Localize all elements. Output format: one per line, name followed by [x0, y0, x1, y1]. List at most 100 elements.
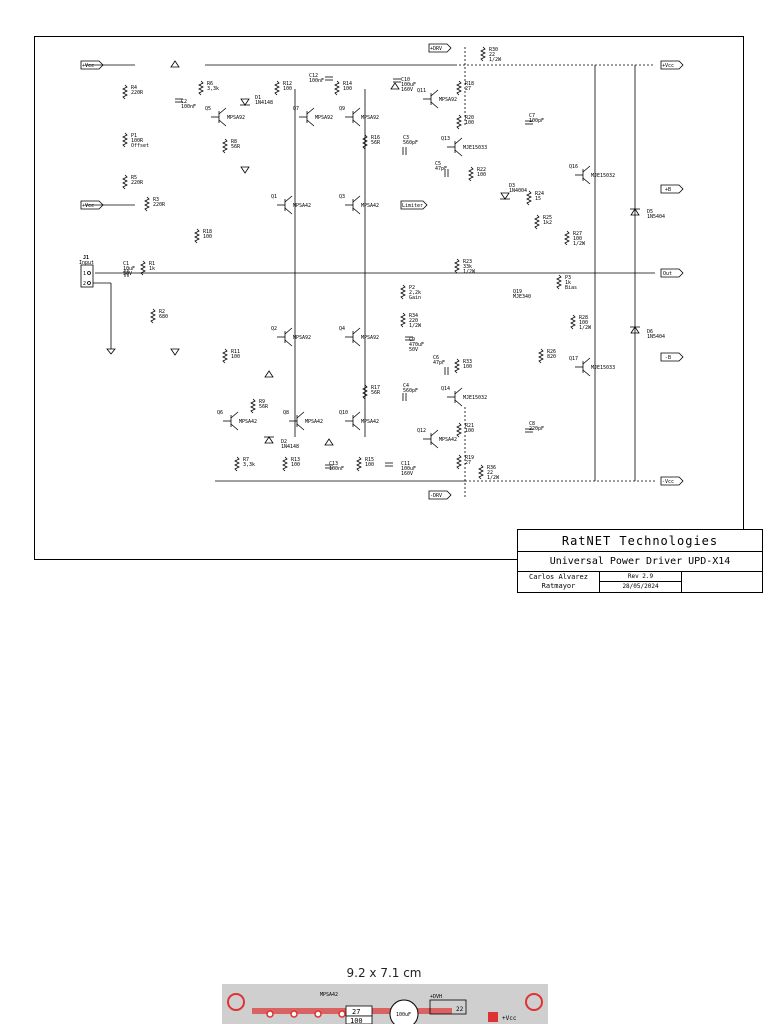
- resistor-r18: [456, 80, 462, 96]
- component-value: 220R: [131, 90, 144, 96]
- transistor-collector: [582, 165, 591, 173]
- component-value: 27: [465, 460, 471, 466]
- component-ref: R20: [465, 115, 474, 121]
- resistor-r18: [194, 228, 200, 244]
- transistor-part: MPSA42: [293, 203, 311, 209]
- component-ref: C3: [403, 135, 409, 141]
- component-ref: C5: [435, 161, 441, 167]
- component-value: 22: [487, 470, 493, 476]
- transistor-labels: Q1MPSA42Q2MPSA92Q3MPSA42Q4MPSA92Q5MPSA92…: [205, 88, 615, 443]
- component-ref: R13: [291, 457, 300, 463]
- component-rating: 1/2W: [463, 269, 476, 275]
- component-rating: 1/2W: [409, 323, 422, 329]
- component-ref: R18: [203, 229, 212, 235]
- company-name: RatNET Technologies: [518, 530, 762, 552]
- net-flag-bus-neg: -B: [660, 352, 684, 362]
- transistor-emitter: [430, 101, 439, 109]
- transistor-ref: Q16: [569, 164, 578, 170]
- component-value: 15: [535, 196, 541, 202]
- transistor-ref: Q7: [293, 106, 299, 112]
- component-rating: 1/2W: [487, 475, 500, 481]
- component-note: Bias: [565, 285, 577, 291]
- component-value: 100nF: [309, 78, 324, 84]
- transistor-emitter: [230, 423, 239, 431]
- net-flag-vcc-neg: -Vcc: [660, 476, 684, 486]
- component-value: 100uF: [401, 466, 416, 472]
- svg-text:-Vcc: -Vcc: [662, 479, 674, 485]
- component-value: 100: [463, 364, 472, 370]
- pcb-drawing: 27 100 MPSA42 100uF +DVH 22 +Vcc: [227, 992, 543, 1024]
- component-ref: C10: [401, 77, 410, 83]
- net-flag-bus-pos: +B: [660, 184, 684, 194]
- transistor-ref: Q17: [569, 356, 578, 362]
- net-flag-vcc-right: +Vcc: [660, 60, 684, 70]
- component-ref: R23: [463, 259, 472, 265]
- component-ref: P1: [131, 133, 137, 139]
- component-value: 100: [573, 236, 582, 242]
- transistor-collector: [582, 357, 591, 365]
- capacitor-symbols: [124, 76, 533, 469]
- component-value: 100nF: [329, 466, 344, 472]
- resistor-r24: [526, 190, 532, 206]
- transistor-ref: Q9: [339, 106, 345, 112]
- component-ref: C12: [309, 73, 318, 79]
- resistor-r28: [570, 314, 576, 330]
- transistor-part: MJE15032: [463, 395, 487, 401]
- transistor-part: MPSA42: [439, 437, 457, 443]
- component-ref: D3: [509, 183, 515, 189]
- transistor-ref: Q1: [271, 194, 277, 200]
- component-ref: R5: [131, 175, 137, 181]
- transistor-collector: [352, 327, 361, 335]
- pcb-label-100: 100: [350, 1017, 363, 1024]
- transistor-part: MPSA92: [439, 97, 457, 103]
- component-ref: R9: [259, 399, 265, 405]
- resistor-r3: [144, 196, 150, 212]
- component-value: 100: [343, 86, 352, 92]
- resistor-r25: [534, 214, 540, 230]
- svg-text:+DRV: +DRV: [430, 46, 442, 52]
- resistor-r1: [140, 260, 146, 276]
- svg-text:+Vcc: +Vcc: [82, 203, 94, 209]
- transistor-symbols: [211, 89, 591, 449]
- transistor-collector: [454, 387, 463, 395]
- resistor-r27: [564, 230, 570, 246]
- transistor-part: MJE15033: [591, 365, 615, 371]
- transistor-part: MPSA92: [315, 115, 333, 121]
- svg-text:+Vcc: +Vcc: [82, 63, 94, 69]
- component-value: 1k: [565, 280, 571, 286]
- svg-text:+B: +B: [665, 187, 671, 193]
- component-value: MJE340: [513, 294, 531, 300]
- component-ref: C11: [401, 461, 410, 467]
- component-ref: R19: [465, 455, 474, 461]
- component-value: 680: [159, 314, 168, 320]
- component-ref: R30: [489, 47, 498, 53]
- component-ref: D2: [281, 439, 287, 445]
- svg-text:-B: -B: [665, 355, 671, 361]
- transistor-emitter: [296, 423, 305, 431]
- transistor-ref: Q3: [339, 194, 345, 200]
- component-ref: R4: [131, 85, 137, 91]
- pcb-size-caption: 9.2 x 7.1 cm: [346, 966, 422, 980]
- component-ref: R6: [207, 81, 213, 87]
- input-connector-j1: J1 Input 1 2: [79, 255, 116, 355]
- component-ref: R33: [463, 359, 472, 365]
- schematic-frame: +Vcc +Vcc +DRV -DRV +Vcc +B Out -B: [34, 36, 763, 593]
- component-ref: C13: [329, 461, 338, 467]
- resistor-r4: [122, 84, 128, 100]
- component-value: 2,2k: [409, 290, 421, 296]
- supply-arrows: [170, 60, 400, 446]
- component-value: 100nF: [181, 104, 196, 110]
- transistor-emitter: [454, 149, 463, 157]
- component-value: 100pF: [529, 118, 544, 124]
- transistor-part: MPSA92: [361, 115, 379, 121]
- component-ref: C9: [409, 337, 415, 343]
- component-value: 100: [283, 86, 292, 92]
- component-value: 3,3k: [207, 86, 219, 92]
- net-flag-limiter: Limiter: [400, 200, 428, 210]
- component-ref: R3: [153, 197, 159, 203]
- resistor-symbols: [122, 46, 576, 480]
- resistor-p3: [556, 274, 562, 290]
- component-value: 100: [579, 320, 588, 326]
- revision: Rev 2.9: [600, 572, 682, 582]
- component-ref: C4: [403, 383, 409, 389]
